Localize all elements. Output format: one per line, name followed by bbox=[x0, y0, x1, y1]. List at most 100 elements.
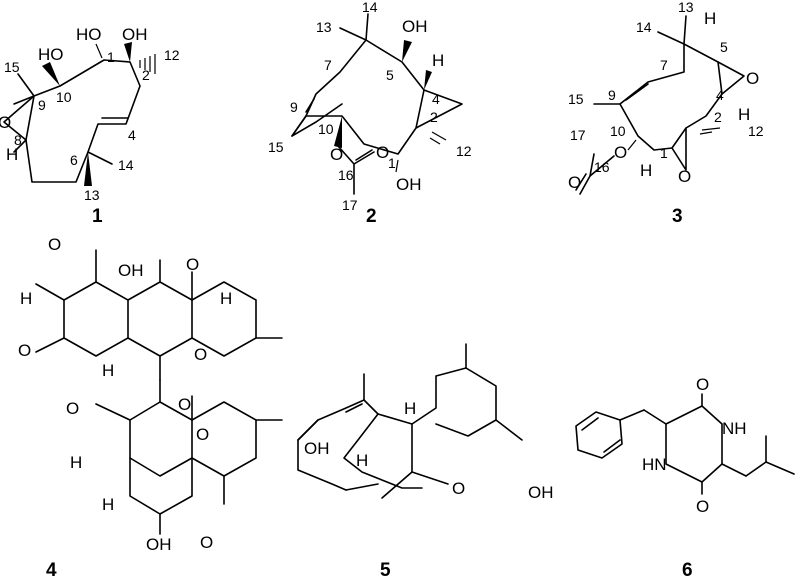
c6-o-top: O bbox=[696, 375, 709, 394]
c2-loc-2: 2 bbox=[430, 109, 438, 125]
c3-loc-10: 10 bbox=[610, 123, 626, 139]
c3-o-top: O bbox=[746, 69, 759, 88]
c2-loc-15: 15 bbox=[268, 139, 284, 155]
compound-1-atoms: HO HO OH O H bbox=[0, 25, 148, 164]
compound-6-atoms: O NH HN O bbox=[642, 375, 747, 516]
c4-o-pyran-bot: O bbox=[196, 425, 209, 444]
c2-loc-5: 5 bbox=[386, 67, 394, 83]
c4-carbonyl-bot: O bbox=[200, 533, 213, 552]
compound-1: HO HO OH O H 1 2 4 6 8 9 10 12 13 14 15 … bbox=[0, 25, 180, 227]
compound-3-label: 3 bbox=[672, 206, 683, 227]
c3-loc-9: 9 bbox=[608, 87, 616, 103]
compound-2-locants: 1 2 4 5 7 9 10 12 13 14 15 16 17 bbox=[268, 0, 472, 213]
c5-oh-ar: OH bbox=[528, 483, 554, 502]
c2-oh5: OH bbox=[402, 17, 428, 36]
compound-1-locants: 1 2 4 6 8 9 10 12 13 14 15 bbox=[4, 47, 180, 203]
c1-oh-a: HO bbox=[38, 45, 64, 64]
c4-h-lower2: H bbox=[102, 495, 114, 514]
c2-oh1: OH bbox=[396, 175, 422, 194]
c4-h-right: H bbox=[220, 289, 232, 308]
compound-5-atoms: H OH H O OH bbox=[304, 399, 554, 502]
compound-6: O NH HN O 6 bbox=[575, 375, 795, 576]
c3-h4: H bbox=[738, 105, 750, 124]
c3-carbonyl-o: O bbox=[568, 173, 581, 192]
c3-ester-o: O bbox=[614, 143, 627, 162]
c3-h5: H bbox=[704, 9, 716, 28]
compound-3-atoms: H O H O O O H bbox=[568, 9, 759, 192]
compound-5-label: 5 bbox=[380, 560, 391, 576]
c1-loc-12: 12 bbox=[164, 47, 180, 63]
c3-loc-1: 1 bbox=[660, 145, 668, 161]
c1-loc-13: 13 bbox=[84, 187, 100, 203]
c3-loc-14: 14 bbox=[636, 19, 652, 35]
c2-loc-14: 14 bbox=[362, 0, 378, 15]
c4-o-me4: O bbox=[178, 395, 191, 414]
compound-4-atoms: O OH O H H O H O O O H O H OH O bbox=[18, 235, 232, 554]
c5-oh: OH bbox=[304, 439, 330, 458]
c3-loc-5: 5 bbox=[720, 39, 728, 55]
c3-h1: H bbox=[640, 161, 652, 180]
compound-4-bonds bbox=[35, 249, 283, 535]
c2-ester-o: O bbox=[330, 145, 343, 164]
compound-6-bonds bbox=[575, 393, 795, 495]
c1-oh-c: OH bbox=[122, 25, 148, 44]
c1-loc-1: 1 bbox=[107, 49, 115, 65]
compound-3-bonds bbox=[575, 15, 745, 195]
c3-loc-2: 2 bbox=[714, 109, 722, 125]
compound-3-locants: 1 2 4 5 7 9 10 12 13 14 15 16 17 bbox=[568, 0, 764, 175]
c1-h8: H bbox=[6, 145, 18, 164]
c1-loc-14: 14 bbox=[118, 157, 134, 173]
compound-2-atoms: OH H OH O O bbox=[330, 17, 444, 194]
c1-loc-10: 10 bbox=[56, 89, 72, 105]
c4-o-me2: O bbox=[18, 341, 31, 360]
c6-o-bot: O bbox=[696, 497, 709, 516]
c3-loc-12: 12 bbox=[748, 123, 764, 139]
c1-loc-6: 6 bbox=[70, 152, 78, 168]
compound-4-label: 4 bbox=[46, 560, 57, 576]
compound-2-label: 2 bbox=[366, 206, 377, 227]
c5-h-a: H bbox=[404, 399, 416, 418]
compound-3: H O H O O O H 1 2 4 5 7 9 10 12 13 14 15… bbox=[568, 0, 764, 227]
c6-hn-left: HN bbox=[642, 455, 667, 474]
c2-h4: H bbox=[432, 51, 444, 70]
c4-h-left: H bbox=[20, 289, 32, 308]
c1-loc-2: 2 bbox=[142, 67, 150, 83]
c2-loc-16: 16 bbox=[338, 167, 354, 183]
compound-1-hash-12 bbox=[139, 54, 156, 74]
compound-1-bonds bbox=[3, 42, 156, 186]
c3-loc-17: 17 bbox=[570, 127, 586, 143]
c1-oh-b: HO bbox=[76, 25, 102, 44]
c5-o-ring: O bbox=[452, 479, 465, 498]
c3-loc-16: 16 bbox=[594, 159, 610, 175]
c3-loc-4: 4 bbox=[716, 87, 724, 103]
c2-loc-10: 10 bbox=[318, 121, 334, 137]
c4-o-me3: O bbox=[66, 399, 79, 418]
c3-loc-13: 13 bbox=[678, 0, 694, 15]
c2-loc-1: 1 bbox=[388, 155, 396, 171]
c1-loc-4: 4 bbox=[128, 127, 136, 143]
compound-5: H OH H O OH 5 bbox=[297, 343, 554, 576]
compound-1-label: 1 bbox=[92, 206, 103, 227]
c1-loc-15: 15 bbox=[4, 59, 20, 75]
c4-o-me1: O bbox=[48, 235, 61, 254]
c5-h-b: H bbox=[356, 451, 368, 470]
c4-h-lower: H bbox=[70, 453, 82, 472]
compound-6-label: 6 bbox=[682, 560, 693, 576]
c1-epoxide-o: O bbox=[0, 113, 11, 132]
c4-carbonyl-top: O bbox=[186, 255, 199, 274]
compound-2-bonds bbox=[291, 13, 463, 195]
c2-loc-4: 4 bbox=[432, 91, 440, 107]
c2-loc-9: 9 bbox=[290, 99, 298, 115]
c4-oh-top: OH bbox=[118, 261, 144, 280]
c4-o-pyran-top: O bbox=[194, 345, 207, 364]
c3-loc-7: 7 bbox=[660, 57, 668, 73]
c4-h-ring: H bbox=[102, 361, 114, 380]
c1-loc-8: 8 bbox=[14, 132, 22, 148]
c2-loc-12: 12 bbox=[456, 143, 472, 159]
c2-loc-17: 17 bbox=[342, 197, 358, 213]
c3-o-bottom: O bbox=[678, 167, 691, 186]
compound-4: O OH O H H O H O O O H O H OH O 4 bbox=[18, 235, 283, 576]
c2-carbonyl-o: O bbox=[376, 143, 389, 162]
c2-loc-13: 13 bbox=[316, 19, 332, 35]
